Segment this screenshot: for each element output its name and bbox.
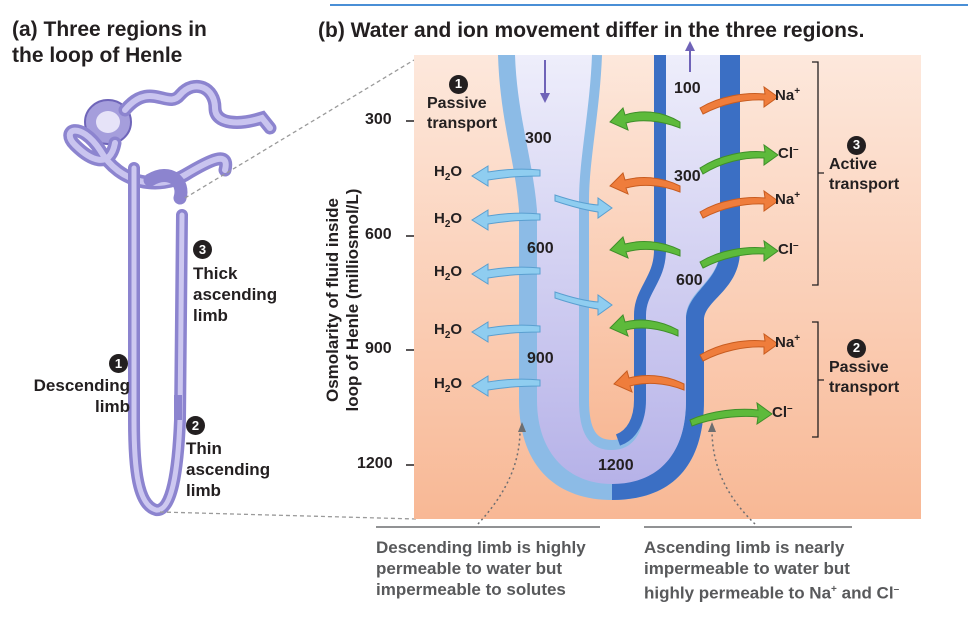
chloride-label: Cl– — [778, 144, 799, 162]
bottom-value-1200: 1200 — [598, 457, 634, 474]
asc-value-300: 300 — [674, 168, 701, 185]
tick-900: 900 — [365, 340, 392, 357]
zoom-line-top — [184, 59, 415, 199]
asc-value-600: 600 — [676, 272, 703, 289]
y-axis-label: Osmolarity of fluid inside loop of Henle… — [323, 188, 362, 412]
desc-value-600: 600 — [527, 240, 554, 257]
tick-1200: 1200 — [357, 455, 393, 472]
passive-transport-2-label: 2 Passive transport — [829, 338, 900, 396]
asc-value-100: 100 — [674, 80, 701, 97]
water-label: H2O — [434, 210, 463, 230]
active-transport-label: 3 Active transport — [829, 135, 900, 193]
water-label: H2O — [434, 263, 463, 283]
tick-600: 600 — [365, 226, 392, 243]
passive-bracket — [812, 321, 824, 438]
descending-caption: Descending limb is highly permeable to w… — [376, 538, 586, 599]
active-bracket — [812, 61, 824, 286]
water-label: H2O — [434, 163, 463, 183]
chloride-arrows — [609, 107, 779, 427]
thin-ascending-label: 2 Thin ascending limb — [186, 416, 271, 500]
thick-ascending-label: 3 Thick ascending limb — [193, 240, 278, 325]
water-arrows — [471, 165, 613, 397]
asc-caption-leader — [711, 429, 756, 525]
sodium-label: Na+ — [775, 190, 801, 208]
desc-caption-leader — [477, 429, 521, 525]
zoom-line-bottom — [159, 511, 417, 520]
water-label: H2O — [434, 321, 463, 341]
descending-label: 1 Descending limb — [33, 354, 130, 416]
sodium-label: Na+ — [775, 86, 801, 104]
panel-a-title: (a) Three regions in the loop of Henle — [12, 18, 207, 67]
y-axis-ticks — [406, 120, 414, 466]
desc-value-300: 300 — [525, 130, 552, 147]
sodium-arrows — [609, 85, 779, 393]
panel-b-title: (b) Water and ion movement differ in the… — [318, 19, 865, 42]
water-label: H2O — [434, 375, 463, 395]
sodium-label: Na+ — [775, 333, 801, 351]
ascending-caption: Ascending limb is nearly impermeable to … — [644, 538, 900, 603]
chloride-label: Cl– — [778, 240, 799, 258]
desc-value-900: 900 — [527, 350, 554, 367]
chloride-label: Cl– — [772, 403, 793, 421]
passive-transport-1-label: 1 Passive transport — [427, 74, 498, 132]
nephron-illustration — [63, 79, 277, 516]
tick-300: 300 — [365, 111, 392, 128]
